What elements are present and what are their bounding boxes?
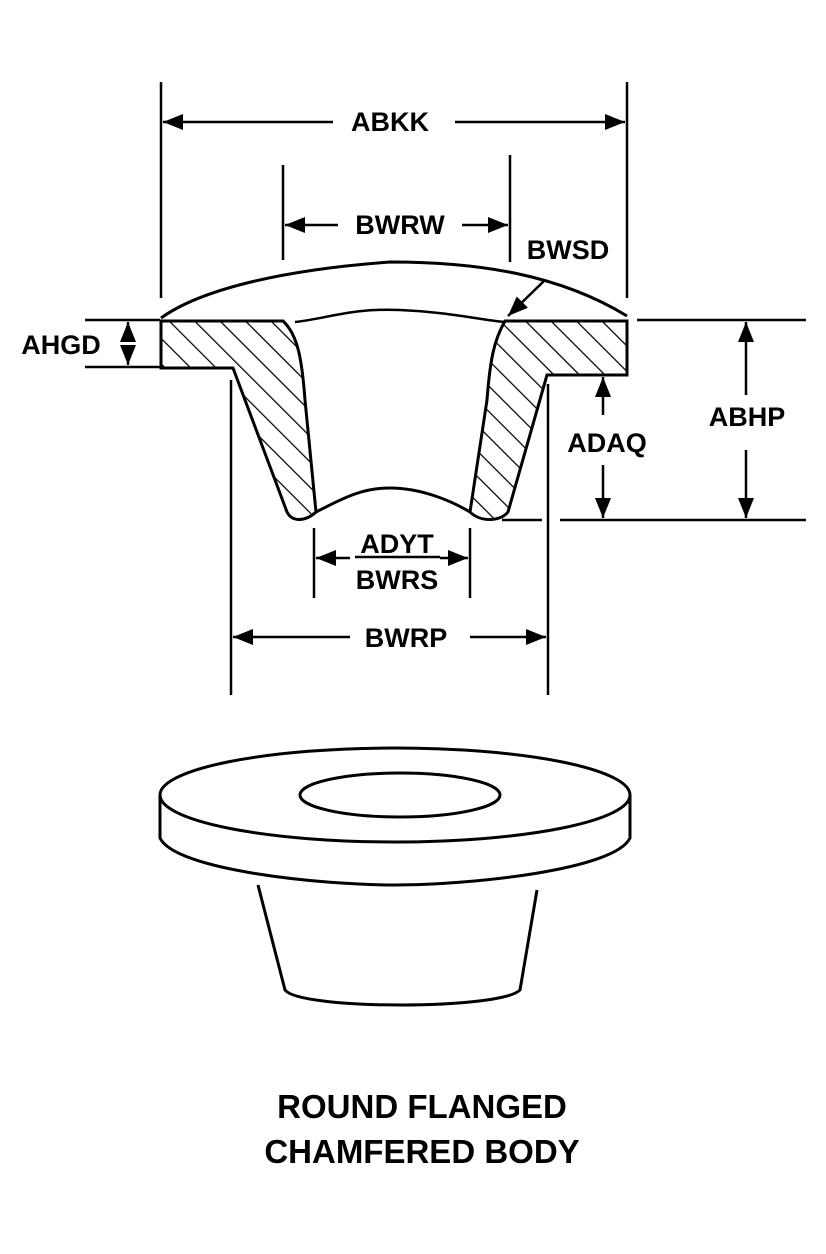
label-adaq: ADAQ	[567, 428, 647, 458]
label-abkk: ABKK	[351, 107, 429, 137]
label-ahgd: AHGD	[21, 330, 101, 360]
label-adyt: ADYT	[360, 529, 434, 559]
dimension-lines	[120, 114, 754, 645]
isometric-view	[158, 746, 632, 1007]
right-section-hatch	[468, 319, 629, 521]
dome-inner-line	[294, 308, 506, 324]
bottom-curve	[315, 486, 471, 514]
dome-top	[160, 260, 628, 320]
cross-section-view	[159, 260, 629, 521]
label-bwrw: BWRW	[355, 210, 445, 240]
label-abhp: ABHP	[709, 402, 786, 432]
title-line-1: ROUND FLANGED	[277, 1088, 567, 1125]
left-section-hatch	[159, 319, 318, 521]
extension-lines	[85, 82, 806, 695]
label-bwrp: BWRP	[365, 623, 448, 653]
label-bwrs: BWRS	[356, 565, 439, 595]
title-line-2: CHAMFERED BODY	[264, 1133, 579, 1170]
label-bwsd: BWSD	[527, 235, 610, 265]
